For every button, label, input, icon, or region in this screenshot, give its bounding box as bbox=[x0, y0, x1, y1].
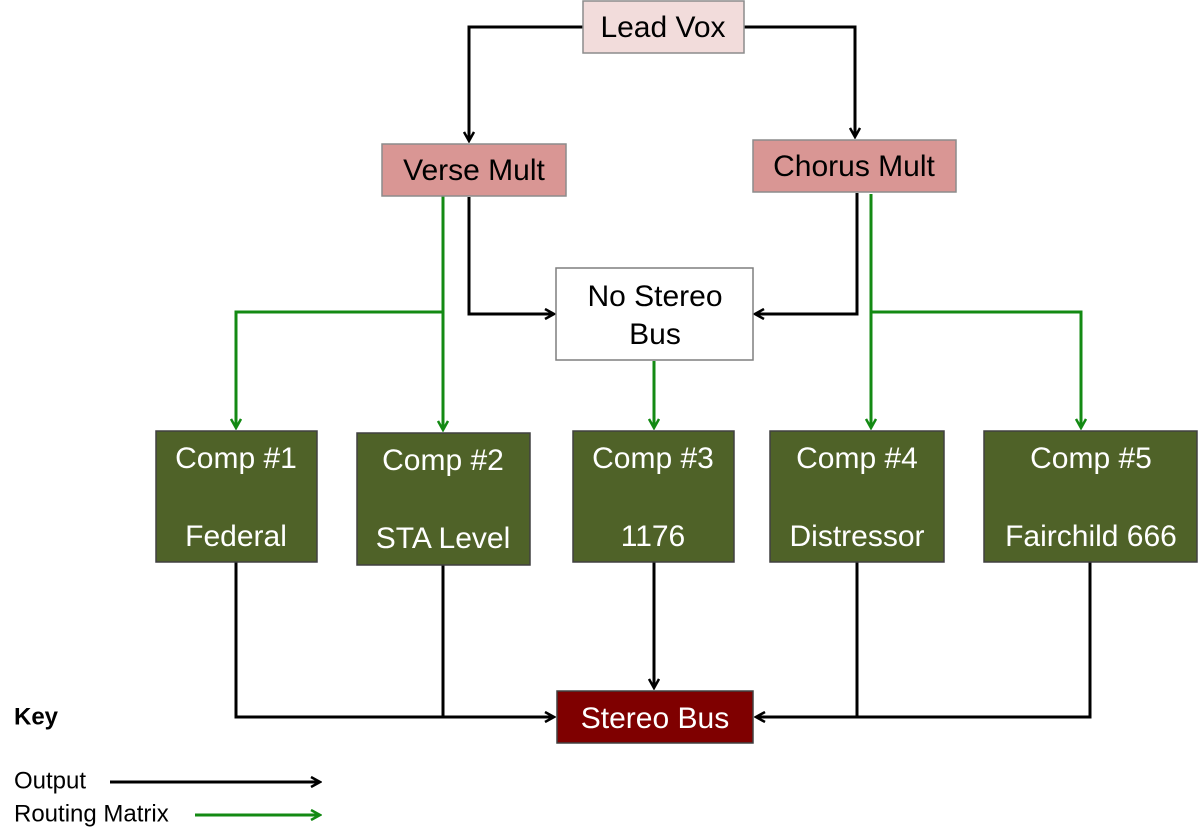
no-stereo-bus-label-line1: No Stereo bbox=[587, 280, 722, 313]
lead-to-verse-line bbox=[469, 25, 583, 141]
comp3-name: Comp #3 bbox=[592, 442, 714, 475]
comp1-to-stereo-line bbox=[234, 562, 554, 717]
comp4-model: Distressor bbox=[789, 520, 924, 553]
node-lead-vox: Lead Vox bbox=[582, 0, 745, 54]
comp2-model: STA Level bbox=[376, 522, 511, 555]
legend-output-label: Output bbox=[14, 767, 86, 794]
comp4-name: Comp #4 bbox=[796, 442, 918, 475]
node-comp-1: Comp #1 Federal bbox=[155, 430, 318, 563]
node-stereo-bus: Stereo Bus bbox=[556, 690, 754, 744]
comp1-model: Federal bbox=[185, 520, 287, 553]
comp2-name: Comp #2 bbox=[382, 444, 504, 477]
no-stereo-bus-label-line2: Bus bbox=[629, 318, 681, 351]
routing-chorus-to-comp5 bbox=[871, 310, 1081, 428]
node-verse-mult: Verse Mult bbox=[381, 143, 567, 197]
node-chorus-mult: Chorus Mult bbox=[752, 139, 957, 193]
comp1-name: Comp #1 bbox=[175, 442, 297, 475]
legend-title: Key bbox=[14, 703, 59, 730]
comp5-to-stereo-line bbox=[756, 562, 1092, 717]
comp3-model: 1176 bbox=[621, 520, 686, 553]
comp5-name: Comp #5 bbox=[1030, 442, 1152, 475]
node-comp-2: Comp #2 STA Level bbox=[356, 432, 531, 566]
legend: Key Output Routing Matrix bbox=[14, 703, 320, 827]
verse-mult-label: Verse Mult bbox=[403, 154, 545, 187]
stereo-bus-label: Stereo Bus bbox=[581, 702, 729, 735]
node-comp-4: Comp #4 Distressor bbox=[769, 430, 945, 563]
legend-routing-label: Routing Matrix bbox=[14, 800, 169, 827]
node-comp-3: Comp #3 1176 bbox=[572, 430, 735, 563]
chorus-to-nostereo-line bbox=[755, 193, 859, 314]
routing-connectors bbox=[236, 194, 1081, 430]
lead-vox-label: Lead Vox bbox=[600, 11, 725, 44]
node-no-stereo-bus: No Stereo Bus bbox=[555, 267, 754, 361]
node-comp-5: Comp #5 Fairchild 666 bbox=[983, 430, 1198, 563]
comp5-model: Fairchild 666 bbox=[1005, 520, 1177, 553]
verse-to-nostereo-line bbox=[467, 197, 554, 314]
chorus-mult-label: Chorus Mult bbox=[773, 150, 935, 183]
output-connectors bbox=[234, 25, 1092, 717]
routing-verse-to-comp1 bbox=[236, 310, 443, 428]
lead-to-chorus-line bbox=[744, 25, 855, 137]
